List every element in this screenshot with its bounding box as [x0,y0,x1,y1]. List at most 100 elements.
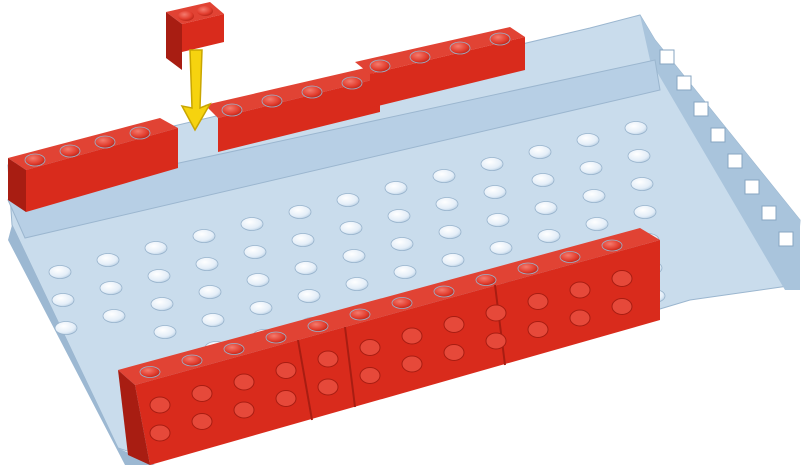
edge-groove [694,102,708,116]
plate-stud [247,274,269,287]
red-stud [370,60,390,72]
plate-stud [532,174,554,187]
red-side-stud [150,425,170,441]
red-stud [476,275,496,286]
red-stud [60,145,80,157]
plate-stud [439,226,461,239]
plate-stud [625,122,647,135]
red-side-stud [318,351,338,367]
edge-groove [677,76,691,90]
plate-stud [292,234,314,247]
red-stud [602,240,622,251]
edge-groove [660,50,674,64]
edge-groove [762,206,776,220]
plate-stud [154,326,176,339]
plate-stud [202,314,224,327]
plate-stud [193,230,215,243]
edge-groove [728,154,742,168]
red-stud [308,321,328,332]
plate-stud [481,158,503,171]
red-stud [434,286,454,297]
red-side-stud [192,414,212,430]
red-side-stud [402,356,422,372]
plate-stud [346,278,368,291]
red-side-stud [360,368,380,384]
plate-stud [199,286,221,299]
plate-stud [634,206,656,219]
plate-stud [538,230,560,243]
plate-stud [490,242,512,255]
plate-stud [433,170,455,183]
red-side-stud [570,310,590,326]
red-side-stud [612,271,632,287]
edge-groove [779,232,793,246]
plate-stud [97,254,119,267]
red-stud [95,136,115,148]
plate-stud [244,246,266,259]
plate-stud [529,146,551,159]
red-stud [518,263,538,274]
red-side-stud [276,391,296,407]
plate-stud [145,242,167,255]
plate-stud [535,202,557,215]
plate-stud [385,182,407,195]
plate-stud [337,194,359,207]
red-side-stud [234,374,254,390]
plate-stud [250,302,272,315]
red-side-stud [528,322,548,338]
red-stud [262,95,282,107]
plate-stud [631,178,653,191]
red-stud [130,127,150,139]
plate-stud [103,310,125,323]
red-side-stud [444,317,464,333]
red-stud [302,86,322,98]
plate-stud [580,162,602,175]
red-stud [182,355,202,366]
plate-stud [241,218,263,231]
plate-stud [340,222,362,235]
red-stud [560,252,580,263]
plate-stud [298,290,320,303]
red-stud [140,367,160,378]
plate-stud [55,322,77,335]
plate-stud [100,282,122,295]
red-stud [224,344,244,355]
edge-groove [711,128,725,142]
red-side-stud [192,386,212,402]
plate-stud [583,190,605,203]
plate-stud [49,266,71,279]
plate-stud [391,238,413,251]
red-side-stud [612,299,632,315]
red-side-stud [528,294,548,310]
red-side-stud [486,333,506,349]
red-side-stud [402,328,422,344]
plate-stud [388,210,410,223]
red-side-stud [360,340,380,356]
red-side-stud [150,397,170,413]
red-stud [450,42,470,54]
red-stud [350,309,370,320]
plate-stud [148,270,170,283]
plate-stud [487,214,509,227]
plate-stud [52,294,74,307]
red-side-stud [276,363,296,379]
plate-stud [196,258,218,271]
red-side-stud [234,402,254,418]
red-stud [490,33,510,45]
plate-stud [436,198,458,211]
plate-stud [394,266,416,279]
plate-stud [343,250,365,263]
red-side-stud [486,305,506,321]
red-side-stud [318,379,338,395]
plate-stud [628,150,650,163]
plate-stud [586,218,608,231]
plate-stud [151,298,173,311]
red-stud [410,51,430,63]
red-stud [342,77,362,89]
plate-stud [442,254,464,267]
red-stud [25,154,45,166]
red-side-stud [444,345,464,361]
plate-stud [577,134,599,147]
red-stud [266,332,286,343]
